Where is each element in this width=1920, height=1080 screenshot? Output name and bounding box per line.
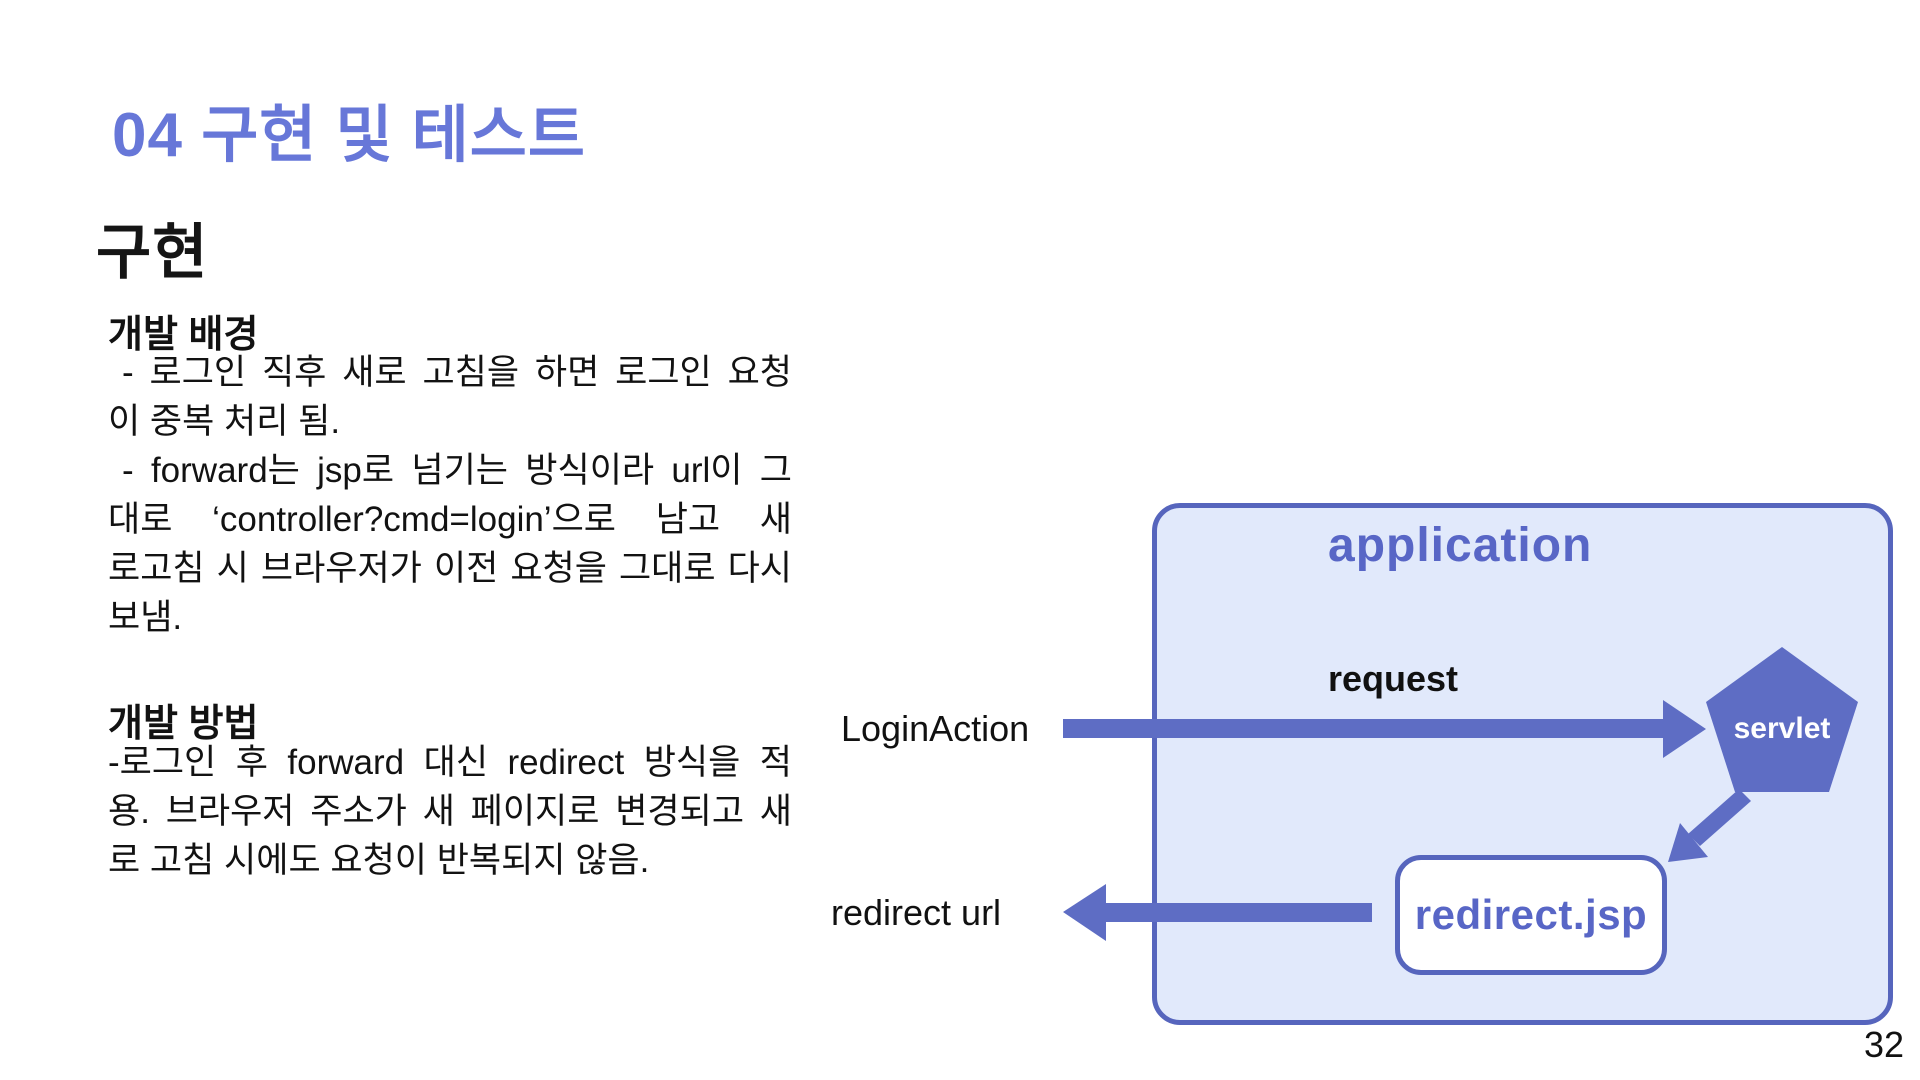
paragraph-line: 용. 브라우저 주소가 새 페이지로 변경되고 새 [108, 792, 792, 831]
paragraph-line: - 로그인 직후 새로 고침을 하면 로그인 요청 [122, 353, 792, 392]
background-paragraph: - 로그인 직후 새로 고침을 하면 로그인 요청 이 중복 처리 됨. - f… [108, 348, 792, 642]
application-label: application [1328, 519, 1593, 572]
page-number: 32 [1863, 1024, 1904, 1065]
redirect-jsp-label: redirect.jsp [1414, 891, 1648, 938]
paragraph-line: -로그인 후 forward 대신 redirect 방식을 적 [108, 743, 792, 782]
servlet-label: servlet [1733, 712, 1831, 745]
method-paragraph: -로그인 후 forward 대신 redirect 방식을 적 용. 브라우저… [108, 738, 792, 885]
login-action-label: LoginAction [841, 708, 1030, 749]
redirect-url-label: redirect url [831, 892, 1002, 933]
paragraph-line: 로 고침 시에도 요청이 반복되지 않음. [108, 841, 650, 880]
paragraph-line: - forward는 jsp로 넘기는 방식이라 url이 그 [122, 451, 792, 490]
paragraph-line: 보냄. [108, 598, 183, 637]
slide-heading: 구현 [96, 219, 209, 286]
request-label: request [1327, 658, 1459, 699]
paragraph-line: 이 중복 처리 됨. [108, 402, 341, 441]
redirect-jsp-box: redirect.jsp [1395, 855, 1667, 975]
page-title: 04 구현 및 테스트 [112, 101, 586, 170]
section-title-method: 개발 방법 [108, 703, 259, 745]
paragraph-line: 대로 ‘controller?cmd=login’으로 남고 새 [108, 500, 792, 539]
paragraph-line: 로고침 시 브라우저가 이전 요청을 그대로 다시 [108, 549, 792, 588]
section-title-background: 개발 배경 [108, 314, 259, 356]
